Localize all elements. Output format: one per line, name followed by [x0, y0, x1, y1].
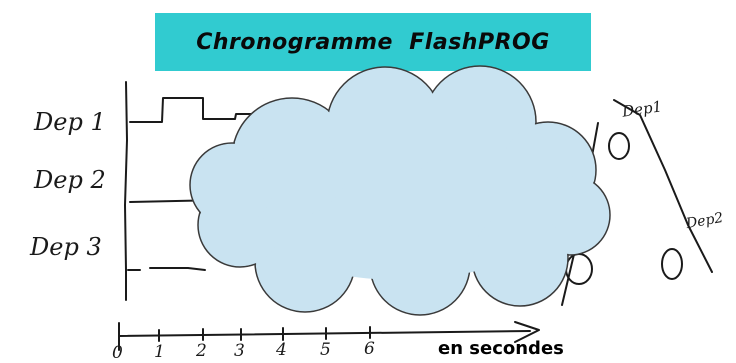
tick-label-0: 0: [112, 343, 123, 363]
tick-label-3: 3: [234, 341, 245, 361]
tick-label-1: 1: [154, 342, 165, 362]
tick-label-5: 5: [320, 340, 331, 360]
signal-label-dep2: Dep 2: [34, 166, 106, 194]
time-axis-line: [118, 330, 531, 337]
tick-label-4: 4: [276, 340, 287, 360]
signal-label-dep3: Dep 3: [30, 233, 102, 261]
vertical-axis-line: [124, 81, 128, 301]
cloud-overlay: [189, 65, 611, 316]
time-axis-arrowhead: [514, 321, 540, 343]
tick-label-2: 2: [196, 341, 207, 361]
right-sketch-line: [613, 99, 713, 273]
tick-label-6: 6: [364, 339, 375, 359]
title-banner: Chronogramme FlashPROG: [155, 13, 591, 71]
diagram-title: Chronogramme FlashPROG: [196, 29, 550, 55]
right-circle-bottom-right: [661, 248, 683, 280]
signal-label-dep1: Dep 1: [34, 108, 106, 136]
right-circle-top: [608, 132, 630, 160]
time-unit-label: en secondes: [438, 338, 564, 359]
dep3-trace: [127, 267, 206, 271]
